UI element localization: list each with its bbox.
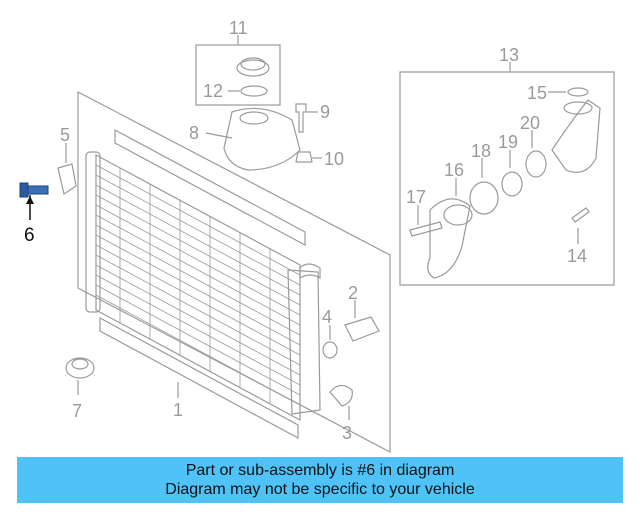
- filler-cap: [236, 59, 270, 77]
- callout-20: 20: [520, 113, 540, 133]
- callout-10: 10: [324, 149, 344, 169]
- callout-13: 13: [499, 45, 519, 65]
- oring-18: [469, 181, 499, 215]
- seal-20: [525, 150, 547, 178]
- callout-2: 2: [348, 283, 358, 303]
- bottom-rail: [99, 316, 299, 440]
- flange-housing: [551, 99, 601, 173]
- callout-14: 14: [567, 246, 587, 266]
- callout-9: 9: [320, 102, 330, 122]
- callout-6: 6: [24, 225, 35, 246]
- radiator-panel: [77, 91, 391, 453]
- callout-16: 16: [444, 160, 464, 180]
- side-tank-right: [287, 269, 321, 415]
- thermostat-19: [501, 171, 523, 197]
- group-box-13: [399, 71, 615, 286]
- callout-18: 18: [471, 141, 491, 161]
- gasket-3: [329, 384, 353, 407]
- callout-3: 3: [342, 423, 352, 443]
- grommet-7: [65, 357, 95, 379]
- hose-neck: [299, 263, 321, 280]
- bolt-17: [409, 221, 443, 237]
- bracket-5: [57, 163, 77, 195]
- bolt-9: [295, 103, 307, 133]
- callout-8: 8: [189, 123, 199, 143]
- info-banner: Part or sub-assembly is #6 in diagram Di…: [17, 457, 623, 503]
- sensor-2: [344, 316, 380, 342]
- callout-19: 19: [498, 132, 518, 152]
- clip-10: [295, 151, 313, 163]
- oring-15: [567, 87, 589, 97]
- callout-17: 17: [406, 187, 426, 207]
- bolt-6-highlighted[interactable]: [19, 182, 49, 220]
- callout-5: 5: [60, 125, 70, 145]
- banner-line-1: Part or sub-assembly is #6 in diagram: [185, 462, 455, 479]
- callout-1: 1: [173, 400, 183, 420]
- callout-15: 15: [527, 83, 547, 103]
- oring-4: [322, 341, 338, 359]
- callout-11: 11: [229, 18, 248, 38]
- bolt-14: [571, 207, 590, 223]
- callout-7: 7: [72, 401, 82, 421]
- radiator-core: [95, 153, 301, 422]
- side-tank-left: [85, 151, 101, 313]
- callout-4: 4: [322, 307, 332, 327]
- radiator-fins: [95, 164, 301, 406]
- housing-16: [427, 198, 471, 279]
- top-rail: [114, 128, 306, 247]
- cap-seal: [240, 85, 268, 97]
- banner-line-2: Diagram may not be specific to your vehi…: [165, 481, 475, 498]
- callout-12: 12: [203, 81, 223, 101]
- expansion-tank: [223, 107, 301, 171]
